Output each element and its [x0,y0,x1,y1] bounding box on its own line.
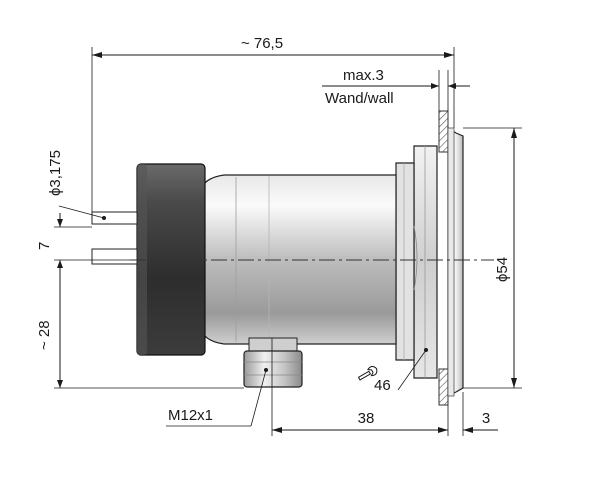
wall-label: Wand/wall [325,90,394,107]
m12-connector [243,337,303,388]
wrench-size-label: 46 [374,377,391,394]
shaft-diameter-label: ϕ3,175 [47,150,64,196]
dim-flange-diameter [463,127,522,389]
dim-wrench-size [397,348,428,391]
mounting-nut [395,145,438,379]
connector-offset-label: ~ 28 [36,320,53,350]
dim-shaft-offset [54,213,130,274]
dim-connector-offset [54,260,244,389]
rear-cap [136,163,206,356]
shafts [91,211,138,265]
dim-body-length [271,338,498,436]
dim-wall-thickness [322,70,470,111]
dim-shaft-diameter [58,205,106,220]
body-length-label: 38 [358,410,375,427]
wrench-icon [357,366,378,381]
flange-diameter-label: ϕ54 [494,257,511,282]
wall-max-label: max.3 [343,67,384,84]
front-flange [447,126,464,397]
connector-thread-label: M12x1 [168,407,213,424]
encoder-body [199,174,397,345]
flange-thickness-label: 3 [482,410,490,427]
wall-section [438,110,449,406]
dim-connector-thread [166,368,268,427]
overall-length-label: ~ 76,5 [241,35,283,52]
shaft-offset-label: 7 [36,242,53,250]
